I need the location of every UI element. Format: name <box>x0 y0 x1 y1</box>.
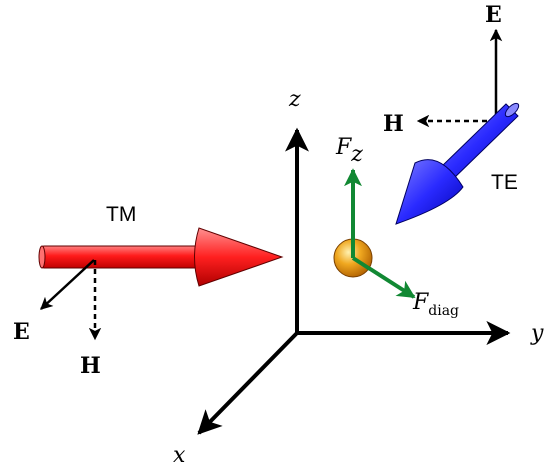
te-h-label: H <box>383 111 404 137</box>
te-beam-tail <box>504 102 520 118</box>
tm-h-label: H <box>80 353 101 379</box>
y-axis-label: y <box>530 321 544 346</box>
force-z-label: Fz <box>335 135 363 167</box>
tm-e-label: E <box>13 319 30 345</box>
te-e-label: E <box>485 2 502 28</box>
te-beam: E H TE <box>383 2 520 225</box>
tm-beam-shaft <box>40 245 200 269</box>
te-label: TE <box>491 171 518 194</box>
tm-e-vector <box>40 259 95 310</box>
force-diag-vector-over <box>351 256 372 271</box>
te-beam-cone <box>395 159 464 225</box>
particle-and-forces: Fz Fdiag <box>333 135 459 319</box>
coordinate-axes: z y x <box>173 87 544 468</box>
z-axis-label: z <box>288 87 301 112</box>
tm-beam-tail <box>38 245 46 269</box>
force-diag-label: Fdiag <box>412 290 459 319</box>
tm-beam: TM E H <box>13 203 284 379</box>
x-axis <box>197 331 299 435</box>
x-axis-label: x <box>173 443 186 468</box>
tm-beam-cone <box>194 227 284 287</box>
tm-label: TM <box>106 203 136 226</box>
